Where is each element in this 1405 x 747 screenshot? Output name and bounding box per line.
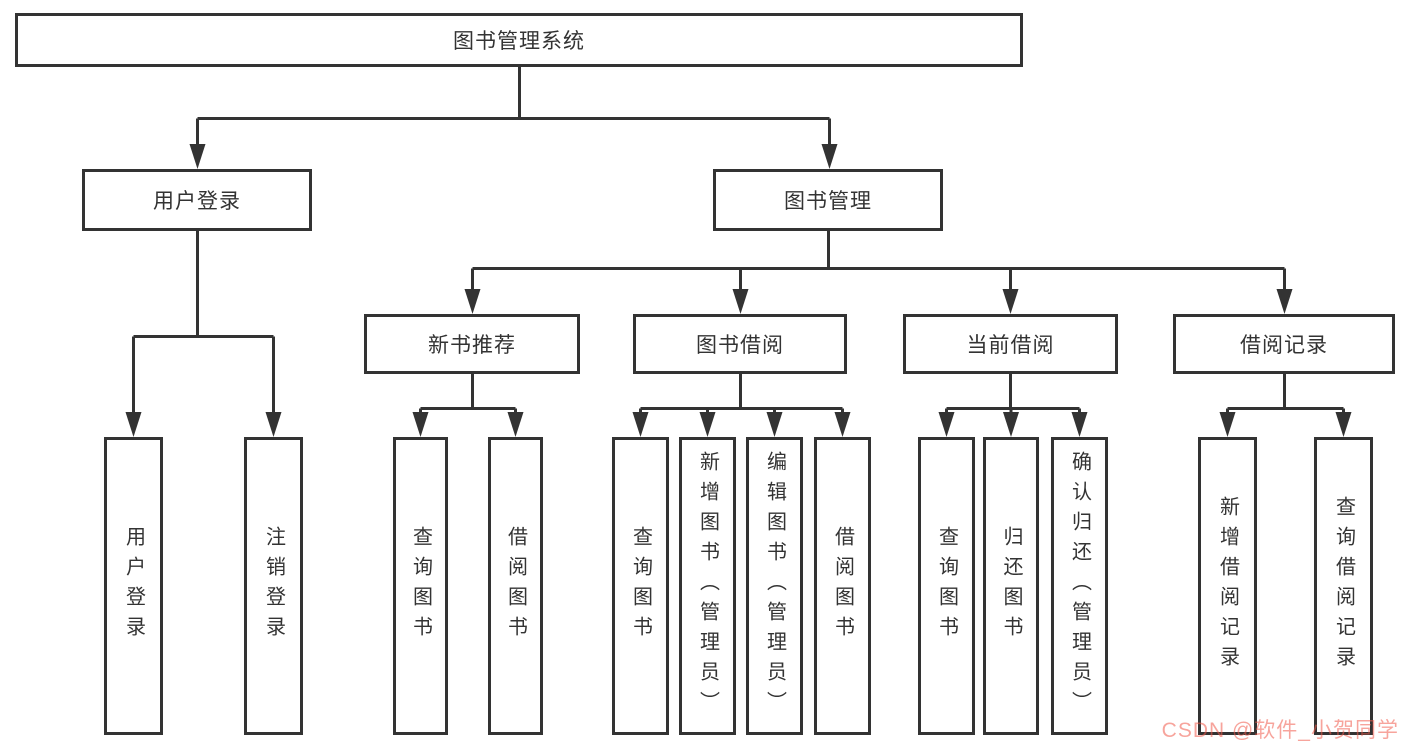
leaf-user-login: 用户登录 bbox=[104, 437, 163, 735]
leaf-confirm-return-admin: 确认归还（管理员） bbox=[1051, 437, 1108, 735]
leaf-query-books-2: 查询图书 bbox=[612, 437, 669, 735]
leaf-logout: 注销登录 bbox=[244, 437, 303, 735]
node-user-login: 用户登录 bbox=[82, 169, 312, 231]
node-new-book-recommend: 新书推荐 bbox=[364, 314, 580, 374]
csdn-watermark: CSDN @软件_小贺同学 bbox=[1161, 719, 1399, 742]
leaf-query-books-1: 查询图书 bbox=[393, 437, 448, 735]
node-book-management: 图书管理 bbox=[713, 169, 943, 231]
leaf-query-books-3: 查询图书 bbox=[918, 437, 975, 735]
leaf-edit-books-admin: 编辑图书（管理员） bbox=[746, 437, 803, 735]
node-root-system: 图书管理系统 bbox=[15, 13, 1023, 67]
leaf-add-books-admin: 新增图书（管理员） bbox=[679, 437, 736, 735]
leaf-return-books: 归还图书 bbox=[983, 437, 1039, 735]
leaf-borrow-books-2: 借阅图书 bbox=[814, 437, 871, 735]
node-current-borrow: 当前借阅 bbox=[903, 314, 1118, 374]
leaf-borrow-books-1: 借阅图书 bbox=[488, 437, 543, 735]
leaf-query-borrow-record: 查询借阅记录 bbox=[1314, 437, 1373, 735]
node-book-borrow: 图书借阅 bbox=[633, 314, 847, 374]
node-borrow-records: 借阅记录 bbox=[1173, 314, 1395, 374]
leaf-add-borrow-record: 新增借阅记录 bbox=[1198, 437, 1257, 735]
